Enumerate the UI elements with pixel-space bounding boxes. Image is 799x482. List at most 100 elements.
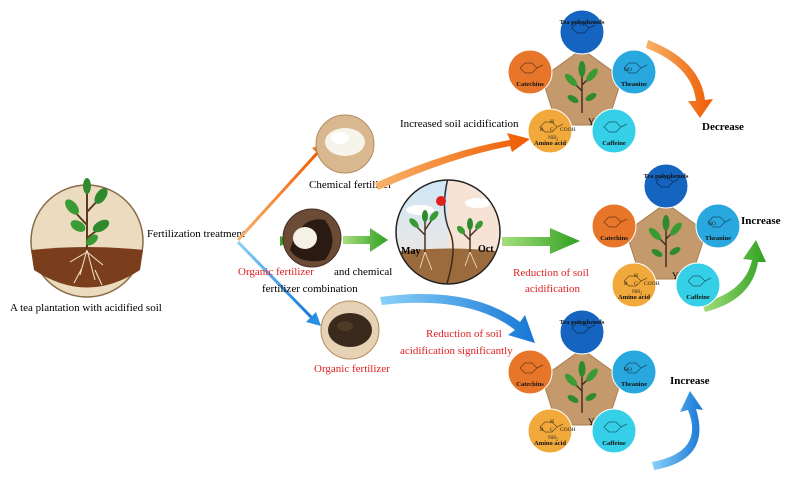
catechins-label: Catechins — [600, 235, 628, 242]
amino-c: C — [550, 127, 554, 133]
amino-acid-circle — [527, 108, 573, 154]
seedling-leaf — [567, 395, 579, 403]
tea-polyphenols-label: Tea polyphenols — [644, 173, 689, 180]
amino-nh2: NH2 — [548, 435, 558, 442]
amino-acid-label: Amino acid — [534, 140, 566, 147]
theanine-label: Theanine — [621, 381, 647, 388]
caffeine-structure — [603, 121, 628, 133]
reduction-label-line2: acidification — [525, 283, 580, 295]
seedling-leaf — [651, 249, 663, 257]
catechins-label: Catechins — [516, 381, 544, 388]
plantation-label: A tea plantation with acidified soil — [10, 302, 162, 314]
seedling-leaf — [564, 373, 578, 387]
caffeine-circle — [675, 262, 721, 308]
seedling-leaf — [669, 247, 681, 255]
tea-plantation-illustration — [30, 178, 144, 298]
catechins-circle — [507, 49, 553, 95]
theanine-ho: HO — [624, 67, 632, 73]
tea-polyphenols-circle — [643, 163, 689, 209]
amino-nh2: NH2 — [548, 135, 558, 142]
tea-polyphenols-circle — [559, 309, 605, 355]
amino-r: R — [540, 127, 544, 133]
amino-h: H — [550, 419, 554, 425]
theanine-structure — [623, 62, 648, 74]
seedling-leaf — [586, 368, 598, 382]
amino-acid-structure — [539, 121, 564, 133]
catechins-circle — [591, 203, 637, 249]
theanine-circle — [611, 49, 657, 95]
combo-label-chemical: and chemical — [334, 266, 392, 278]
caffeine-circle — [591, 108, 637, 154]
seedling-leaf — [648, 227, 662, 241]
seedling-leaf — [564, 73, 578, 87]
amino-cooh: COOH — [560, 427, 576, 433]
orange-curved-arrow — [375, 133, 530, 190]
amino-acid-circle — [527, 408, 573, 454]
amino-nh-sub: 2 — [640, 291, 642, 296]
organic-fertilizer-illustration — [320, 300, 380, 360]
reduction-label-line1: Reduction of soil — [513, 267, 589, 279]
catechins-structure — [519, 62, 544, 74]
caffeine-structure — [603, 421, 628, 433]
caffeine-label: Caffeine — [602, 140, 626, 147]
theanine-label: Theanine — [705, 235, 731, 242]
theanine-structure — [707, 216, 732, 228]
tea-polyphenols-structure — [571, 22, 596, 34]
green-arrow-to-center — [343, 228, 388, 252]
chemical-fertilizer-illustration — [315, 114, 375, 174]
increase-arrow-middle — [702, 240, 766, 312]
catechins-structure — [603, 216, 628, 228]
seedling-leaf — [578, 61, 586, 77]
caffeine-label: Caffeine — [602, 440, 626, 447]
chemical-fertilizer-label: Chemical fertilizer — [309, 179, 392, 191]
theanine-label: Theanine — [621, 81, 647, 88]
amino-nh-sub: 2 — [556, 137, 558, 142]
seedling-leaf — [585, 93, 597, 101]
increase-label-bottom: Increase — [670, 375, 710, 387]
combination-fertilizer-illustration — [282, 208, 342, 268]
reduction-sig-label-line2: acidification significantly — [400, 345, 513, 357]
caffeine-circle — [591, 408, 637, 454]
increased-acid-label: Increased soil acidification — [400, 118, 519, 130]
blue-curved-arrow — [380, 294, 535, 343]
quality-cluster-middle: YieldTea polyphenolsTheanineCaffeineAmin… — [591, 163, 741, 308]
amino-h: H — [634, 273, 638, 279]
theanine-circle — [611, 349, 657, 395]
tea-polyphenols-circle — [559, 9, 605, 55]
decrease-label: Decrease — [702, 121, 744, 133]
combo-label-organic: Organic fertilizer — [238, 266, 314, 278]
increase-label-middle: Increase — [741, 215, 781, 227]
theanine-circle — [695, 203, 741, 249]
organic-fertilizer-label: Organic fertilizer — [314, 363, 390, 375]
increase-arrow-bottom — [652, 391, 703, 470]
decrease-arrow — [646, 40, 713, 118]
amino-acid-structure — [539, 421, 564, 433]
amino-nh: NH — [548, 435, 556, 441]
seedling-leaf — [662, 215, 670, 231]
catechins-structure — [519, 362, 544, 374]
amino-nh: NH — [548, 135, 556, 141]
theanine-ho: HO — [708, 221, 716, 227]
amino-acid-label: Amino acid — [618, 294, 650, 301]
amino-nh: NH — [632, 289, 640, 295]
amino-cooh: COOH — [560, 127, 576, 133]
seedling-leaf — [578, 361, 586, 377]
seedling-leaf — [567, 95, 579, 103]
oct-label: Oct — [478, 244, 494, 255]
may-oct-illustration — [395, 179, 501, 285]
tea-polyphenols-label: Tea polyphenols — [560, 319, 605, 326]
catechins-circle — [507, 349, 553, 395]
quality-cluster-top: YieldTea polyphenolsTheanineCaffeineAmin… — [507, 9, 657, 154]
caffeine-structure — [687, 275, 712, 287]
amino-nh2: NH2 — [632, 289, 642, 296]
combo-label-line2: fertilizer combination — [262, 283, 358, 295]
amino-acid-structure — [623, 275, 648, 287]
amino-r: R — [540, 427, 544, 433]
amino-nh-sub: 2 — [556, 437, 558, 442]
amino-c: C — [550, 427, 554, 433]
reduction-sig-label-line1: Reduction of soil — [426, 328, 502, 340]
theanine-ho: HO — [624, 367, 632, 373]
seedling-leaf — [586, 68, 598, 82]
branch-organic-line — [236, 240, 314, 320]
